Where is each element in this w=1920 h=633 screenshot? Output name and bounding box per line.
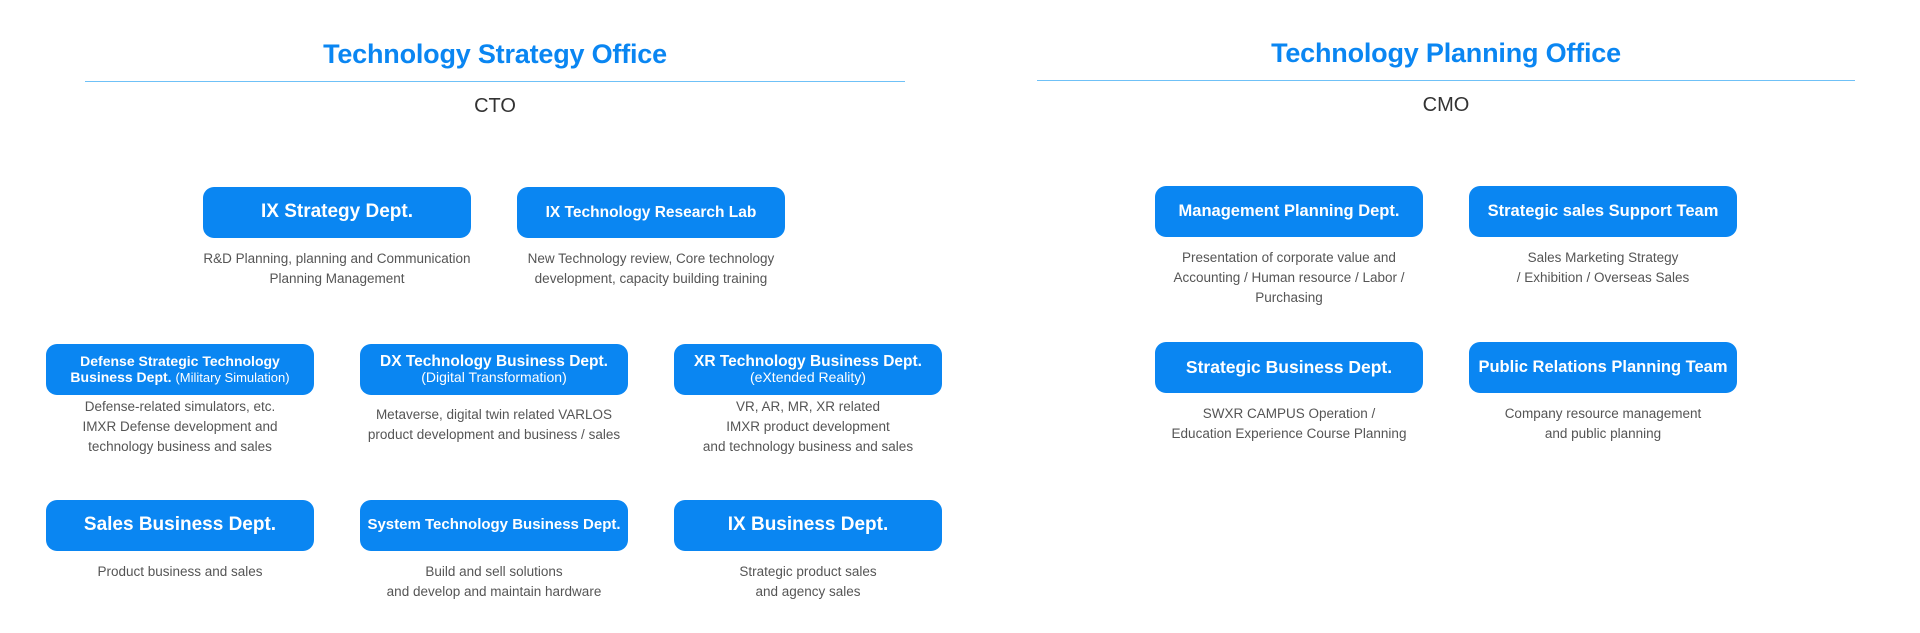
desc-line: New Technology review, Core technology: [527, 251, 775, 266]
dept-ix-strategy[interactable]: IX Strategy Dept.: [203, 187, 471, 238]
desc-line: Company resource management: [1504, 406, 1702, 421]
dept-ix-technology-research-lab-desc: New Technology review, Core technology d…: [501, 249, 801, 289]
dept-defense-strategic-technology[interactable]: Defense Strategic Technology Business De…: [46, 344, 314, 395]
dept-ix-business[interactable]: IX Business Dept.: [674, 500, 942, 551]
desc-line: and technology business and sales: [702, 439, 914, 454]
desc-line: VR, AR, MR, XR related: [735, 399, 881, 414]
right-office-title: Technology Planning Office: [1271, 38, 1621, 68]
dept-label: IX Strategy Dept.: [260, 201, 414, 223]
dept-sublabel: (eXtended Reality): [750, 369, 866, 386]
desc-line: Sales Marketing Strategy: [1527, 250, 1679, 265]
dept-defense-strategic-technology-desc: Defense-related simulators, etc. IMXR De…: [30, 397, 330, 457]
dept-label-line2: Business Dept.: [70, 368, 172, 385]
desc-line: and develop and maintain hardware: [386, 584, 602, 599]
dept-management-planning[interactable]: Management Planning Dept.: [1155, 186, 1423, 237]
dept-label: Public Relations Planning Team: [1478, 358, 1728, 377]
left-office-divider: [85, 81, 905, 82]
desc-line: development, capacity building training: [534, 271, 768, 286]
dept-management-planning-desc: Presentation of corporate value and Acco…: [1139, 248, 1439, 308]
dept-label: Strategic Business Dept.: [1185, 356, 1393, 377]
dept-ix-business-desc: Strategic product sales and agency sales: [658, 562, 958, 602]
desc-line: Planning Management: [269, 271, 405, 286]
desc-line: IMXR product development: [726, 419, 890, 434]
dept-ix-strategy-desc: R&D Planning, planning and Communication…: [187, 249, 487, 289]
left-office-head: CTO: [474, 95, 516, 117]
dept-strategic-business[interactable]: Strategic Business Dept.: [1155, 342, 1423, 393]
desc-line: Presentation of corporate value and: [1182, 250, 1396, 265]
left-office-title: Technology Strategy Office: [323, 39, 667, 69]
right-office-head: CMO: [1422, 94, 1470, 116]
desc-line: Metaverse, digital twin related VARLOS: [375, 407, 613, 422]
desc-line: product development and business / sales: [367, 427, 621, 442]
dept-strategic-sales-support[interactable]: Strategic sales Support Team: [1469, 186, 1737, 237]
desc-line: IMXR Defense development and: [82, 419, 278, 434]
desc-line: Product business and sales: [97, 564, 263, 579]
desc-line: Defense-related simulators, etc.: [84, 399, 276, 414]
dept-label: DX Technology Business Dept.: [380, 353, 608, 371]
desc-line: and public planning: [1544, 426, 1662, 441]
dept-public-relations-planning-desc: Company resource management and public p…: [1453, 404, 1753, 444]
desc-line: Build and sell solutions: [425, 564, 563, 579]
desc-line: Accounting / Human resource / Labor / Pu…: [1173, 270, 1405, 305]
dept-label: IX Technology Research Lab: [545, 203, 757, 221]
dept-strategic-sales-support-desc: Sales Marketing Strategy / Exhibition / …: [1453, 248, 1753, 288]
desc-line: technology business and sales: [88, 439, 272, 454]
desc-line: / Exhibition / Overseas Sales: [1516, 270, 1690, 285]
desc-line: Strategic product sales: [739, 564, 877, 579]
dept-sales-business-desc: Product business and sales: [30, 562, 330, 582]
dept-label: IX Business Dept.: [727, 514, 889, 536]
dept-label: System Technology Business Dept.: [367, 516, 621, 534]
dept-dx-technology-business-desc: Metaverse, digital twin related VARLOS p…: [344, 405, 644, 445]
dept-xr-technology-business-desc: VR, AR, MR, XR related IMXR product deve…: [658, 397, 958, 457]
right-office-divider: [1037, 80, 1855, 81]
dept-ix-technology-research-lab[interactable]: IX Technology Research Lab: [517, 187, 785, 238]
dept-public-relations-planning[interactable]: Public Relations Planning Team: [1469, 342, 1737, 393]
dept-dx-technology-business[interactable]: DX Technology Business Dept. (Digital Tr…: [360, 344, 628, 395]
dept-system-technology-business-desc: Build and sell solutions and develop and…: [344, 562, 644, 602]
dept-label-suffix: (Military Simulation): [175, 369, 290, 385]
dept-xr-technology-business[interactable]: XR Technology Business Dept. (eXtended R…: [674, 344, 942, 395]
dept-label: Management Planning Dept.: [1178, 202, 1400, 221]
dept-system-technology-business[interactable]: System Technology Business Dept.: [360, 500, 628, 551]
dept-sublabel: (Digital Transformation): [421, 369, 567, 386]
dept-label: Strategic sales Support Team: [1487, 202, 1719, 221]
dept-label-line1: Defense Strategic Technology: [80, 353, 280, 370]
desc-line: R&D Planning, planning and Communication: [203, 251, 471, 266]
desc-line: SWXR CAMPUS Operation /: [1202, 406, 1376, 421]
dept-strategic-business-desc: SWXR CAMPUS Operation / Education Experi…: [1139, 404, 1439, 444]
dept-label: XR Technology Business Dept.: [694, 353, 922, 371]
desc-line: Education Experience Course Planning: [1171, 426, 1407, 441]
desc-line: and agency sales: [755, 584, 861, 599]
dept-label: Sales Business Dept.: [83, 514, 277, 536]
dept-sales-business[interactable]: Sales Business Dept.: [46, 500, 314, 551]
